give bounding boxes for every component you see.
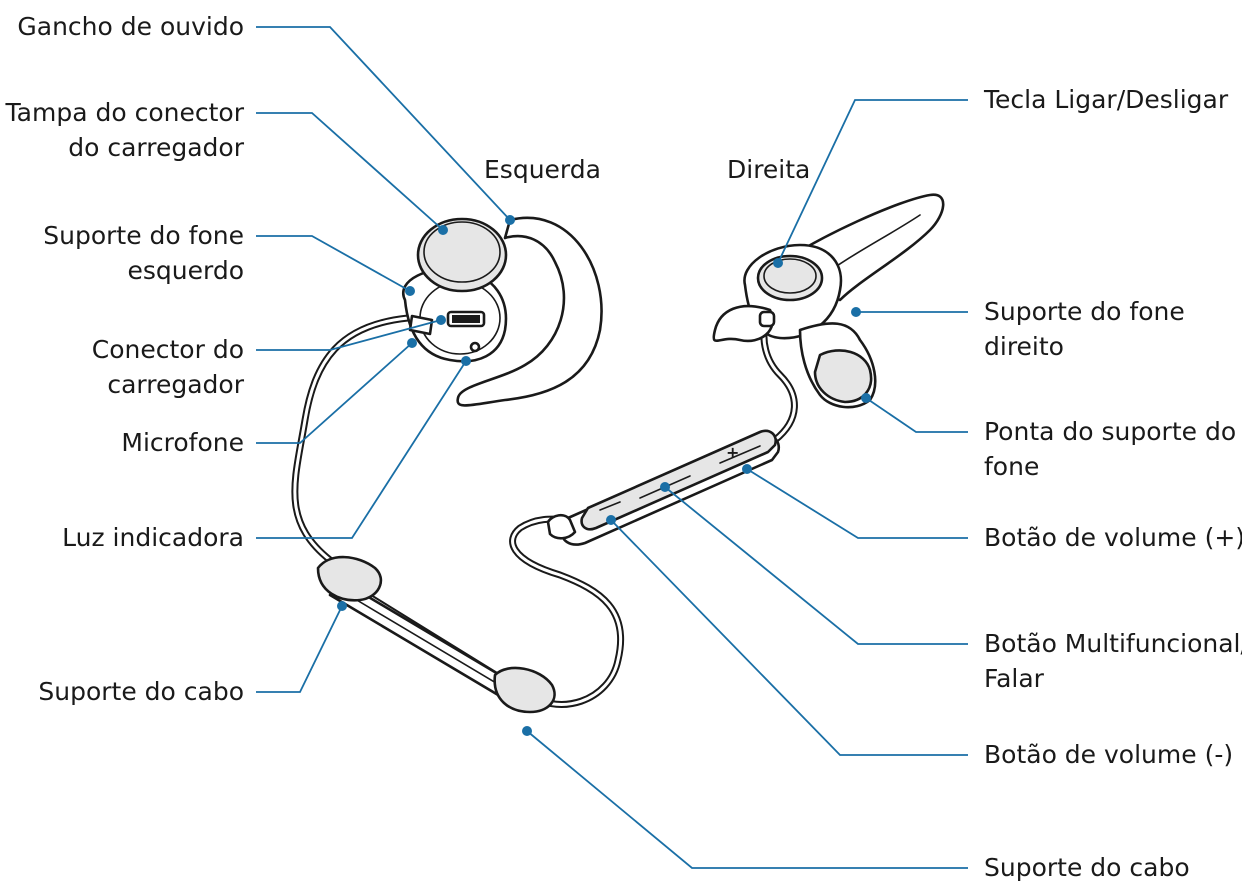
left-side-label: Esquerda	[484, 155, 601, 184]
right-side-label: Direita	[727, 155, 810, 184]
label-suporte-cabo-esquerda: Suporte do cabo	[38, 677, 244, 706]
plus-icon: +	[726, 443, 739, 462]
cable	[291, 314, 798, 708]
label-suporte-fone-esquerdo-line2: esquerdo	[127, 256, 244, 285]
label-botao-multifuncional-line1: Botão Multifuncional/	[984, 629, 1242, 658]
label-suporte-fone-esquerdo-line1: Suporte do fone	[43, 221, 244, 250]
label-luz-indicadora: Luz indicadora	[62, 523, 244, 552]
label-tampa-conector-line1: Tampa do conector	[5, 98, 245, 127]
right-earpiece	[712, 193, 945, 409]
label-tampa-conector-line2: do carregador	[68, 133, 244, 162]
label-gancho-de-ouvido: Gancho de ouvido	[17, 12, 244, 41]
label-suporte-fone-direito-line1: Suporte do fone	[984, 297, 1185, 326]
cable-holder-bar	[316, 555, 556, 714]
leader-lines	[256, 26, 968, 869]
label-ponta-suporte-line2: fone	[984, 452, 1039, 481]
inline-remote: +	[546, 429, 781, 546]
label-botao-volume-mais: Botão de volume (+)	[984, 523, 1242, 552]
label-ponta-suporte-line1: Ponta do suporte do	[984, 417, 1236, 446]
label-botao-volume-menos: Botão de volume (-)	[984, 740, 1233, 769]
label-conector-carregador-line2: carregador	[107, 370, 244, 399]
label-microfone: Microfone	[121, 428, 244, 457]
label-suporte-fone-direito-line2: direito	[984, 332, 1064, 361]
label-conector-carregador-line1: Conector do	[92, 335, 244, 364]
label-suporte-cabo-inferior: Suporte do cabo	[984, 853, 1190, 882]
label-botao-multifuncional-line2: Falar	[984, 664, 1045, 693]
left-earpiece	[402, 216, 603, 407]
label-tecla-ligar-desligar: Tecla Ligar/Desligar	[983, 85, 1229, 114]
leader-dots	[337, 215, 871, 736]
headset-illustration: +	[291, 193, 945, 714]
